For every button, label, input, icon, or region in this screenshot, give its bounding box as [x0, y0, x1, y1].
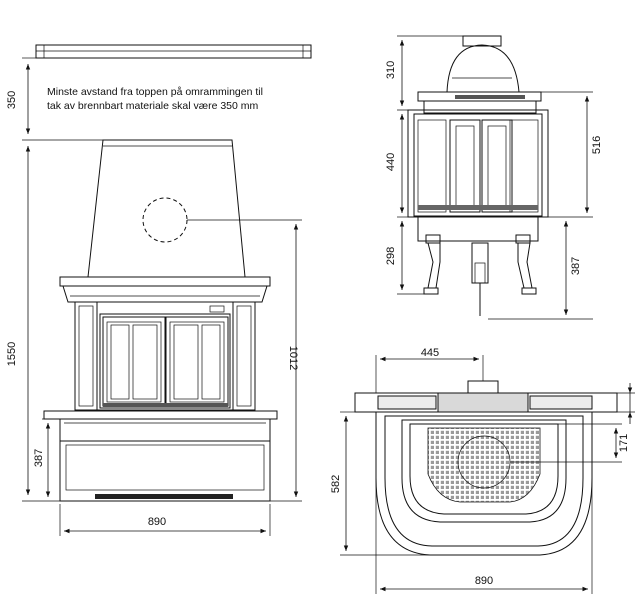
dim-front-height-total: 1550 [6, 342, 18, 366]
door-left [102, 316, 166, 407]
plan-flue-box [467, 380, 499, 394]
ceiling-slab [35, 44, 312, 59]
dim-side-body: 440 [385, 153, 397, 171]
plan-view [340, 355, 635, 594]
leg-right [517, 242, 533, 289]
dim-side-top: 310 [385, 61, 397, 79]
dim-plan-flue-offset: 445 [421, 347, 439, 359]
plan-grate [427, 427, 541, 503]
mantel-shelf [59, 276, 271, 287]
dome-top [446, 44, 520, 93]
insert-frame [96, 301, 234, 411]
dim-plan-width: 890 [475, 575, 493, 587]
dim-plan-grate-depth: 171 [618, 434, 630, 452]
dim-side-right-upper: 516 [591, 136, 603, 154]
plan-outer-base [375, 411, 593, 556]
flue-collar [462, 35, 502, 47]
dim-side-legs: 298 [385, 247, 397, 265]
dim-front-door-height: 1012 [287, 346, 299, 370]
front-view [22, 44, 312, 536]
note-line-2: tak av brennbart materiale skal være 350… [47, 100, 259, 112]
note-line-1: Minste avstand fra toppen på omrammingen… [47, 86, 263, 98]
leg-left [427, 242, 441, 289]
dim-plan-depth: 582 [330, 475, 342, 493]
dim-front-hearth-height: 387 [33, 449, 45, 467]
dim-side-right-lower: 387 [570, 257, 582, 275]
side-view [397, 35, 593, 320]
smoke-hood [87, 139, 246, 278]
door-right [165, 316, 229, 407]
dim-front-width: 890 [148, 516, 166, 528]
base-plinth [59, 440, 271, 502]
flue-outlet-circle [142, 197, 188, 243]
hearth-plate [43, 410, 278, 420]
dim-front-top-gap: 350 [6, 91, 18, 109]
side-body [407, 109, 549, 218]
